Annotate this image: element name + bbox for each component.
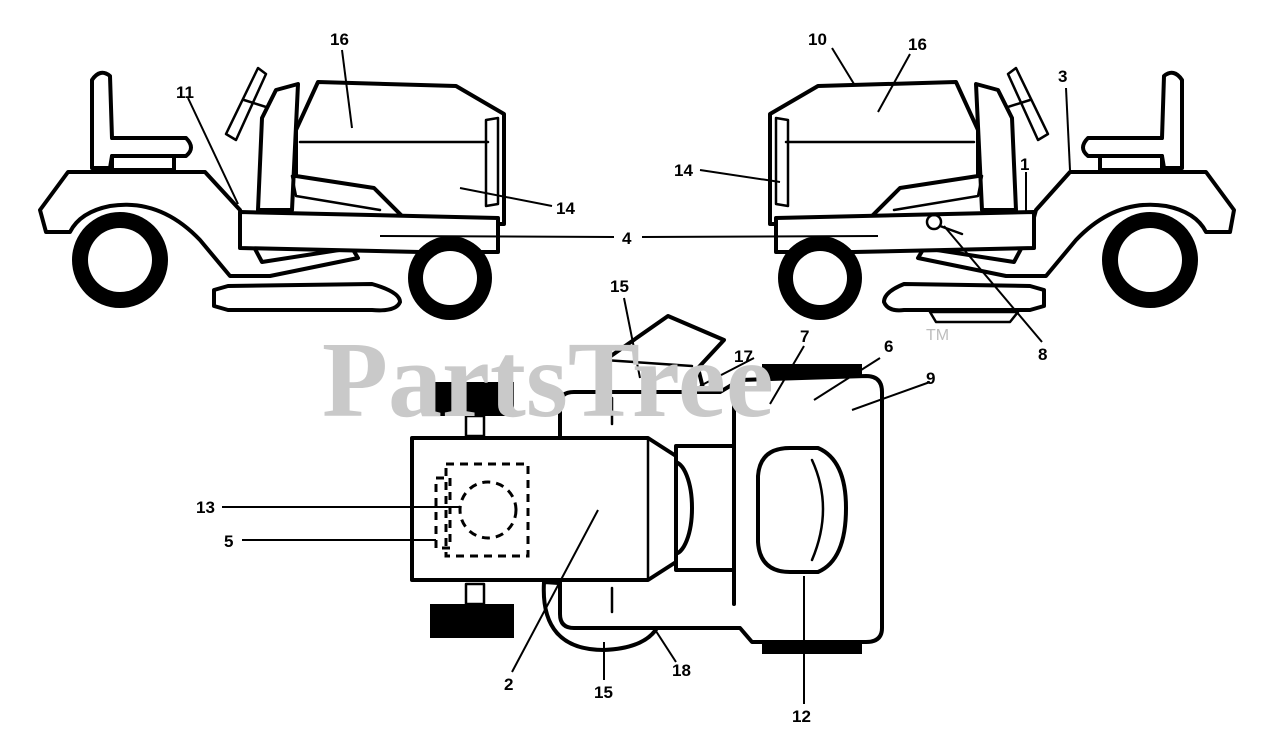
callout-14-right: 14 bbox=[674, 161, 693, 180]
left-hood bbox=[294, 80, 506, 226]
air-filter-outline bbox=[458, 480, 518, 540]
callout-8: 8 bbox=[1038, 345, 1047, 364]
right-seat-base bbox=[1098, 154, 1164, 172]
callout-6: 6 bbox=[884, 337, 893, 356]
top-hood bbox=[410, 436, 678, 582]
callout-2: 2 bbox=[504, 675, 513, 694]
right-hood bbox=[768, 80, 980, 226]
callout-12: 12 bbox=[792, 707, 811, 726]
callout-9: 9 bbox=[926, 369, 935, 388]
top-front-left-wheel bbox=[430, 382, 514, 416]
callout-7: 7 bbox=[800, 327, 809, 346]
callout-17: 17 bbox=[734, 347, 753, 366]
callout-18: 18 bbox=[672, 661, 691, 680]
left-mower-deck bbox=[212, 282, 402, 313]
callout-14-left: 14 bbox=[556, 199, 575, 218]
engine-outline bbox=[444, 462, 530, 558]
left-seat bbox=[90, 70, 193, 170]
top-view bbox=[410, 314, 884, 654]
callout-15-top: 15 bbox=[610, 277, 629, 296]
right-seat bbox=[1081, 70, 1184, 170]
callout-15-bottom: 15 bbox=[594, 683, 613, 702]
callout-labels: 16 11 14 4 10 16 14 3 1 8 15 17 7 6 9 13… bbox=[176, 30, 1067, 726]
callout-11: 11 bbox=[176, 83, 194, 102]
right-dash bbox=[974, 82, 1018, 212]
left-seat-base bbox=[110, 154, 176, 172]
right-side-view bbox=[768, 66, 1236, 324]
left-steering-wheel bbox=[224, 66, 268, 142]
ignition-key-icon bbox=[925, 213, 943, 231]
watermark: PartsTree bbox=[322, 321, 774, 440]
right-steering-wheel bbox=[1006, 66, 1050, 142]
watermark-trademark: TM bbox=[926, 327, 949, 344]
callout-13: 13 bbox=[196, 498, 215, 517]
right-mower-deck bbox=[882, 282, 1046, 313]
callout-10: 10 bbox=[808, 30, 827, 49]
left-dash bbox=[256, 82, 300, 212]
callout-16-right: 16 bbox=[908, 35, 927, 54]
left-side-view bbox=[38, 66, 506, 320]
callout-3: 3 bbox=[1058, 67, 1067, 86]
callout-1: 1 bbox=[1020, 155, 1029, 174]
callout-16-left: 16 bbox=[330, 30, 349, 49]
top-seat bbox=[756, 446, 848, 574]
callout-4: 4 bbox=[622, 229, 632, 248]
top-front-right-wheel bbox=[430, 604, 514, 638]
leader-lines bbox=[187, 47, 1071, 704]
callout-5: 5 bbox=[224, 532, 233, 551]
